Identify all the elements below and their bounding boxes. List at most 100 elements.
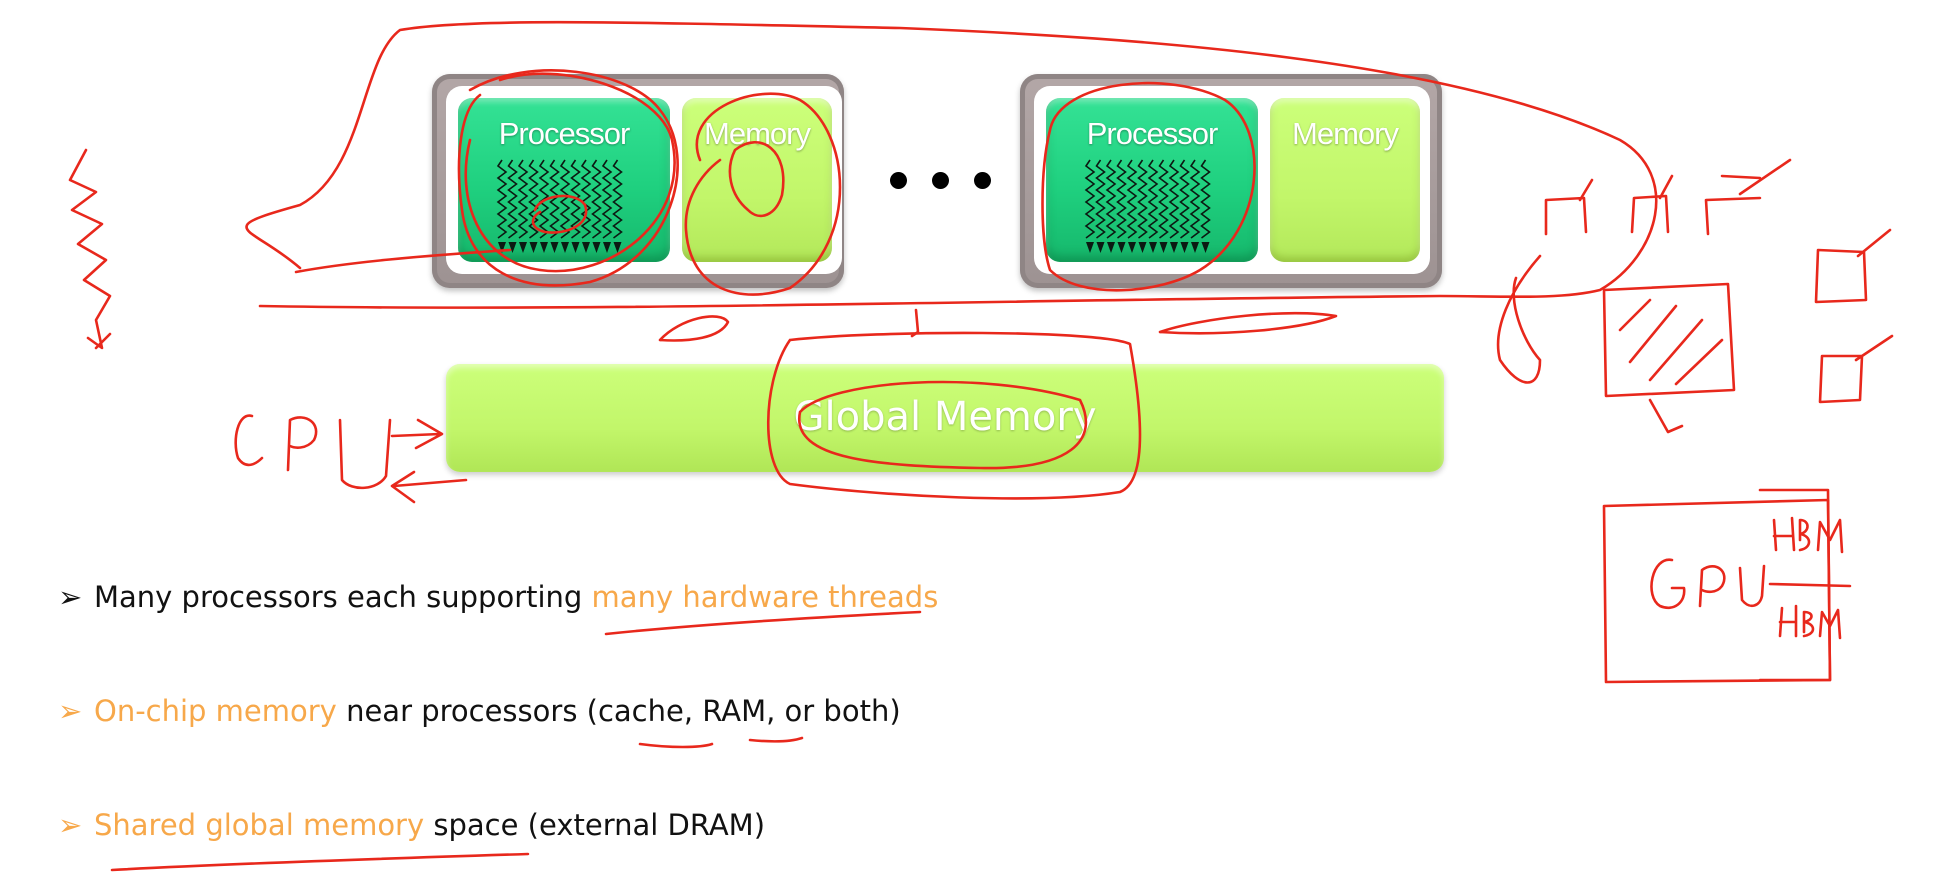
annotation-underline-ram <box>750 738 802 741</box>
bullet-arrow-icon: ➢ <box>58 694 94 728</box>
thread-arrowhead <box>530 242 538 253</box>
processor-block-2: Processor <box>1046 98 1258 262</box>
thread-wave <box>1170 160 1178 238</box>
bullet-item-1: ➢Many processors each supporting many ha… <box>58 580 938 614</box>
memory-block-2: Memory <box>1270 98 1420 262</box>
annotation-cpu-U <box>340 420 390 488</box>
bullet-item-2: ➢On-chip memory near processors (cache, … <box>58 694 901 728</box>
annotation-dash-2 <box>1160 313 1336 333</box>
annotation-hbm-bottom-text <box>1780 606 1840 638</box>
annotation-left-squiggle <box>1498 256 1540 383</box>
thread-arrowhead <box>1160 242 1168 253</box>
thread-arrowhead <box>1149 242 1157 253</box>
thread-arrowhead <box>1191 242 1199 253</box>
bullet-arrow-icon: ➢ <box>58 580 94 614</box>
thread-arrowhead <box>1128 242 1136 253</box>
thread-arrowhead <box>1118 242 1126 253</box>
annotation-underline-shared <box>112 854 528 870</box>
thread-wave <box>603 160 611 238</box>
thread-wave <box>1160 160 1168 238</box>
annotation-tick-center <box>912 310 918 336</box>
annotation-cpu-C <box>236 416 262 465</box>
bullet-text: space (external DRAM) <box>424 808 765 842</box>
thread-arrowhead <box>519 242 527 253</box>
annotation-dash-1 <box>660 316 728 340</box>
global-memory-label: Global Memory <box>446 394 1444 440</box>
thread-wave <box>1202 160 1210 238</box>
thread-arrowhead <box>1107 242 1115 253</box>
annotation-gpu-P <box>1700 566 1724 606</box>
thread-arrowhead <box>561 242 569 253</box>
annotation-zigzag-left <box>70 150 110 348</box>
thread-wave <box>572 160 580 238</box>
thread-wave <box>540 160 548 238</box>
annotation-gpu-box <box>1604 500 1830 682</box>
thread-arrowhead <box>1097 242 1105 253</box>
processor-label-1: Processor <box>458 116 670 152</box>
ellipsis-dots <box>886 166 996 196</box>
thread-arrowhead <box>572 242 580 253</box>
global-memory-block: Global Memory <box>446 364 1444 472</box>
thread-arrowhead <box>1086 242 1094 253</box>
thread-arrowhead <box>614 242 622 253</box>
thread-wave <box>1139 160 1147 238</box>
bullet-text: near processors (cache, RAM, or both) <box>337 694 901 728</box>
hardware-threads-icon <box>496 158 634 256</box>
annotation-underline-cache <box>640 744 712 747</box>
thread-arrowhead <box>1181 242 1189 253</box>
thread-wave <box>509 160 517 238</box>
thread-wave <box>1107 160 1115 238</box>
annotation-cpu-P <box>288 417 316 470</box>
thread-arrowhead <box>603 242 611 253</box>
annotation-hbm-panel <box>1760 490 1830 680</box>
memory-label-1: Memory <box>682 116 832 152</box>
annotation-arrow-to-gpu <box>392 420 442 448</box>
thread-wave <box>551 160 559 238</box>
thread-wave <box>530 160 538 238</box>
thread-arrowhead <box>509 242 517 253</box>
memory-block-1: Memory <box>682 98 832 262</box>
thread-wave <box>498 160 506 238</box>
thread-arrowhead <box>1170 242 1178 253</box>
annotation-tick-hatched <box>1650 400 1682 432</box>
annotation-arrow-from-gpu <box>392 472 466 502</box>
bullet-item-3: ➢Shared global memory space (external DR… <box>58 808 765 842</box>
processor-label-2: Processor <box>1046 116 1258 152</box>
thread-wave <box>614 160 622 238</box>
annotation-hbm-divider <box>1770 584 1850 586</box>
thread-wave <box>519 160 527 238</box>
thread-wave <box>1181 160 1189 238</box>
annotation-hbm-top-text <box>1774 518 1842 552</box>
thread-arrowhead <box>551 242 559 253</box>
annotation-box-right-1 <box>1816 230 1890 302</box>
thread-wave <box>1149 160 1157 238</box>
annotation-underline-threads <box>606 612 920 634</box>
thread-wave <box>1097 160 1105 238</box>
bullet-text: Many processors each supporting <box>94 580 592 614</box>
thread-wave <box>561 160 569 238</box>
bullet-highlight: Shared global memory <box>94 808 424 842</box>
memory-label-2: Memory <box>1270 116 1420 152</box>
processor-block-1: Processor <box>458 98 670 262</box>
thread-wave <box>593 160 601 238</box>
annotation-box-right-2 <box>1820 336 1892 402</box>
bullet-highlight: On-chip memory <box>94 694 337 728</box>
thread-arrowhead <box>540 242 548 253</box>
thread-arrowhead <box>582 242 590 253</box>
thread-wave <box>1191 160 1199 238</box>
annotation-hatched-box <box>1604 284 1734 396</box>
thread-arrowhead <box>1139 242 1147 253</box>
thread-wave <box>1086 160 1094 238</box>
annotation-gpu-G <box>1651 560 1684 608</box>
thread-wave <box>1118 160 1126 238</box>
thread-wave <box>582 160 590 238</box>
hardware-threads-icon <box>1084 158 1222 256</box>
annotation-mem-boxes-row <box>1546 160 1790 234</box>
bullet-highlight: many hardware threads <box>592 580 939 614</box>
thread-arrowhead <box>593 242 601 253</box>
annotation-gpu-U <box>1740 566 1764 606</box>
thread-arrowhead <box>498 242 506 253</box>
bullet-arrow-icon: ➢ <box>58 808 94 842</box>
thread-wave <box>1128 160 1136 238</box>
